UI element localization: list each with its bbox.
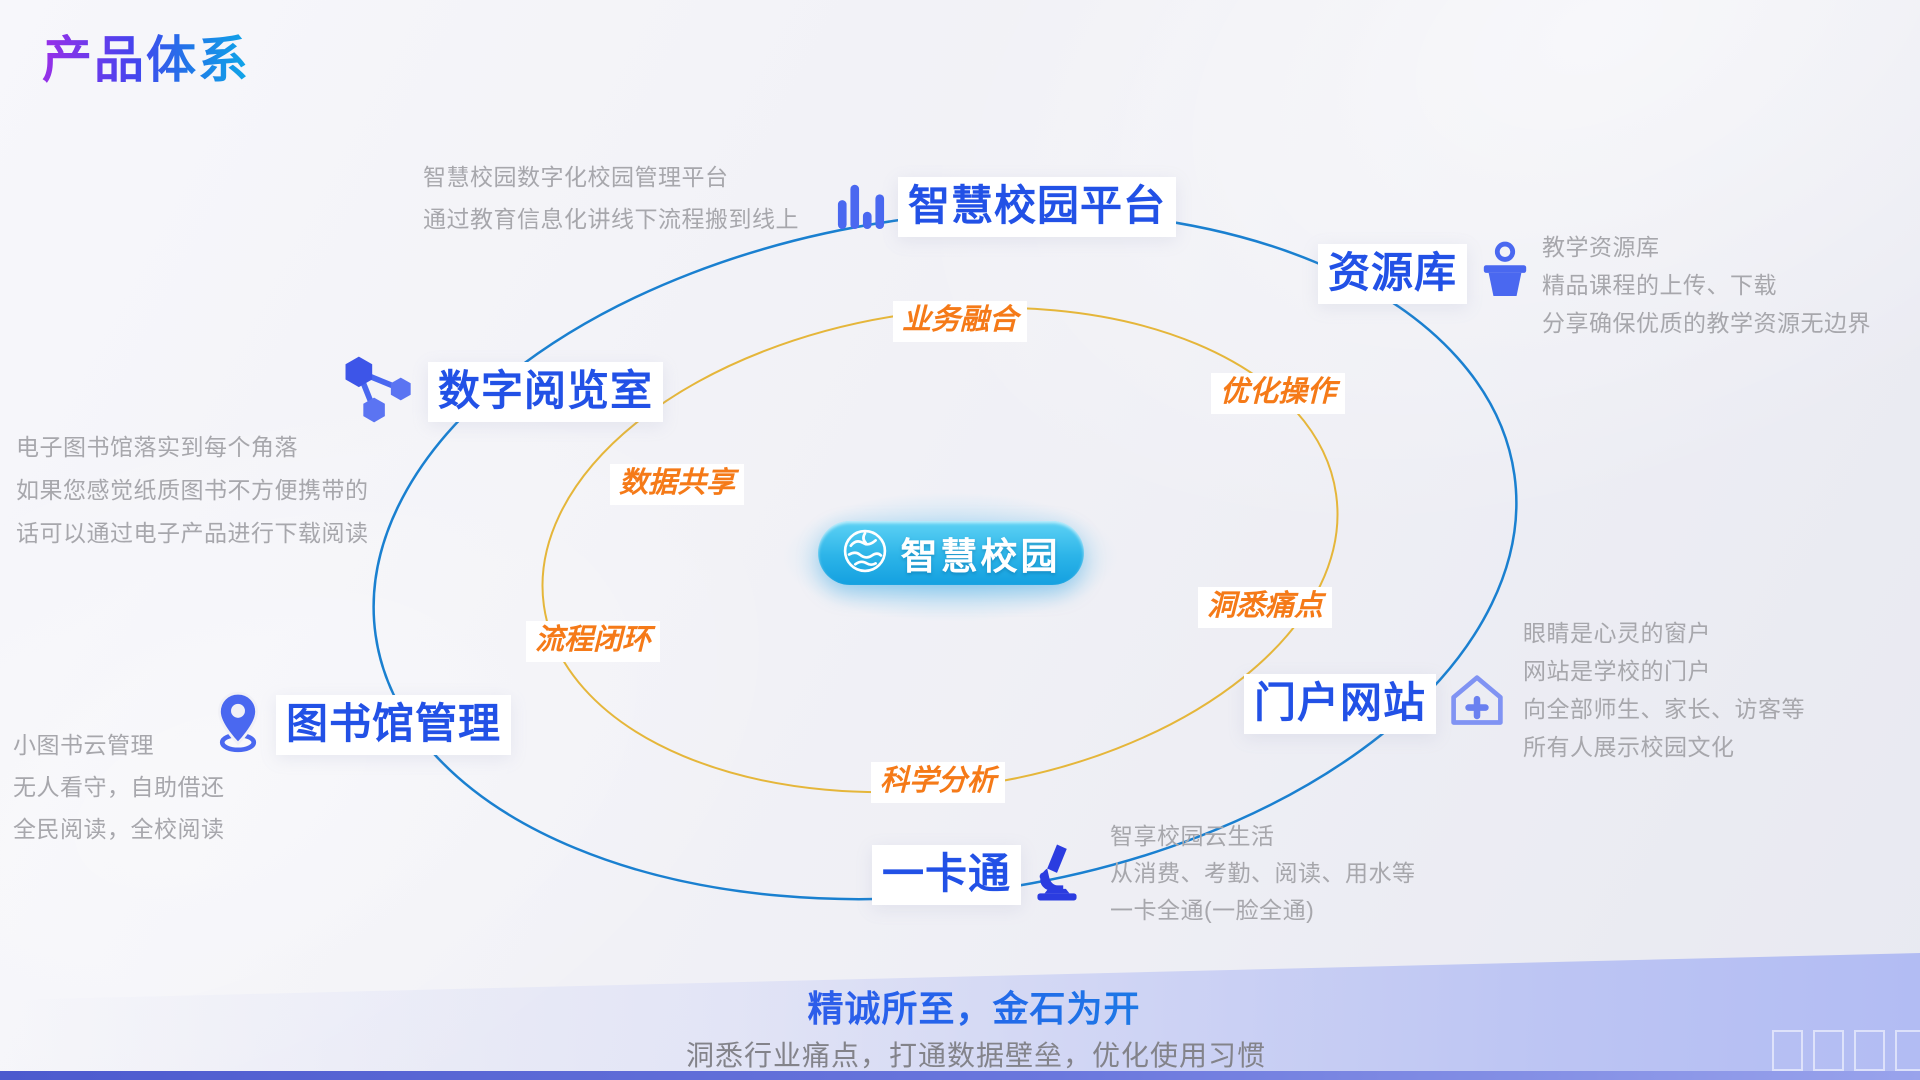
desc-line: 从消费、考勤、阅读、用水等	[1110, 860, 1416, 886]
node-label: 一卡通	[872, 844, 1022, 905]
watermark-box	[1854, 1030, 1885, 1071]
location-pin-icon	[212, 690, 264, 759]
desc-line: 智享校园云生活	[1110, 823, 1275, 849]
bar-chart-icon	[836, 176, 886, 237]
desc-line: 精品课程的上传、下载	[1542, 272, 1777, 298]
desc-line: 分享确保优质的教学资源无边界	[1542, 310, 1871, 336]
node-label: 数字阅览室	[428, 361, 664, 422]
node-label: 图书馆管理	[276, 694, 512, 755]
orbit-label-pain-insight: 洞悉痛点	[1198, 587, 1333, 628]
desc-line: 小图书云管理	[13, 732, 154, 758]
watermark-boxes	[1772, 1030, 1920, 1071]
desc-line: 话可以通过电子产品进行下载阅读	[16, 520, 369, 546]
footer-subtitle: 洞悉行业痛点，打通数据壁垒，优化使用习惯	[685, 1040, 1266, 1071]
desc-line: 智慧校园数字化校园管理平台	[423, 164, 729, 190]
center-smart-campus-pill: 智慧校园	[818, 521, 1084, 585]
node-portal: 门户网站	[1244, 672, 1506, 735]
node-label: 门户网站	[1244, 673, 1437, 734]
node-label: 智慧校园平台	[898, 176, 1177, 237]
node-platform-desc: 智慧校园数字化校园管理平台 通过教育信息化讲线下流程搬到线上	[423, 156, 799, 240]
home-plus-icon	[1448, 672, 1506, 735]
node-onecard: 一卡通	[872, 842, 1081, 907]
desc-line: 通过教育信息化讲线下流程搬到线上	[423, 206, 799, 232]
desc-line: 电子图书馆落实到每个角落	[16, 434, 298, 460]
desc-line: 无人看守，自助借还	[13, 774, 225, 800]
orbit-label-process-loop: 流程闭环	[526, 621, 661, 662]
node-resource: 资源库	[1318, 240, 1531, 307]
node-platform: 智慧校园平台	[836, 176, 1177, 237]
watermark-box	[1813, 1030, 1844, 1071]
brain-icon	[842, 528, 888, 579]
desc-line: 眼睛是心灵的窗户	[1523, 620, 1711, 646]
desc-line: 所有人展示校园文化	[1523, 734, 1735, 760]
orbit-label-optimize-ops: 优化操作	[1211, 373, 1346, 414]
node-reading: 数字阅览室	[336, 350, 664, 433]
watermark-box	[1772, 1030, 1803, 1071]
watermark-box	[1895, 1030, 1920, 1071]
page-title: 产品体系	[42, 20, 250, 92]
node-resource-desc: 教学资源库 精品课程的上传、下载 分享确保优质的教学资源无边界	[1542, 228, 1871, 342]
molecule-icon	[336, 350, 416, 433]
footer-slogan: 精诚所至，金石为开	[14, 980, 1920, 1032]
desc-line: 一卡全通(一脸全通)	[1110, 897, 1315, 923]
desc-line: 向全部师生、家长、访客等	[1523, 696, 1805, 722]
node-library-desc: 小图书云管理 无人看守，自助借还 全民阅读，全校阅读	[13, 724, 225, 850]
node-onecard-desc: 智享校园云生活 从消费、考勤、阅读、用水等 一卡全通(一脸全通)	[1110, 818, 1416, 929]
bottom-strip	[0, 1071, 1920, 1080]
node-portal-desc: 眼睛是心灵的窗户 网站是学校的门户 向全部师生、家长、访客等 所有人展示校园文化	[1523, 614, 1805, 766]
node-label: 资源库	[1318, 243, 1468, 304]
desc-line: 网站是学校的门户	[1523, 658, 1711, 684]
desc-line: 教学资源库	[1542, 234, 1660, 260]
node-library: 图书馆管理	[212, 690, 512, 759]
lecturer-icon	[1479, 240, 1531, 307]
orbit-label-business-fusion: 业务融合	[893, 301, 1028, 342]
desc-line: 如果您感觉纸质图书不方便携带的	[16, 477, 369, 503]
desc-line: 全民阅读，全校阅读	[13, 816, 225, 842]
microscope-icon	[1033, 842, 1081, 907]
orbit-label-data-sharing: 数据共享	[610, 464, 745, 505]
node-reading-desc: 电子图书馆落实到每个角落 如果您感觉纸质图书不方便携带的 话可以通过电子产品进行…	[16, 426, 369, 555]
orbit-label-science-analysis: 科学分析	[871, 762, 1006, 803]
center-label: 智慧校园	[900, 536, 1061, 577]
